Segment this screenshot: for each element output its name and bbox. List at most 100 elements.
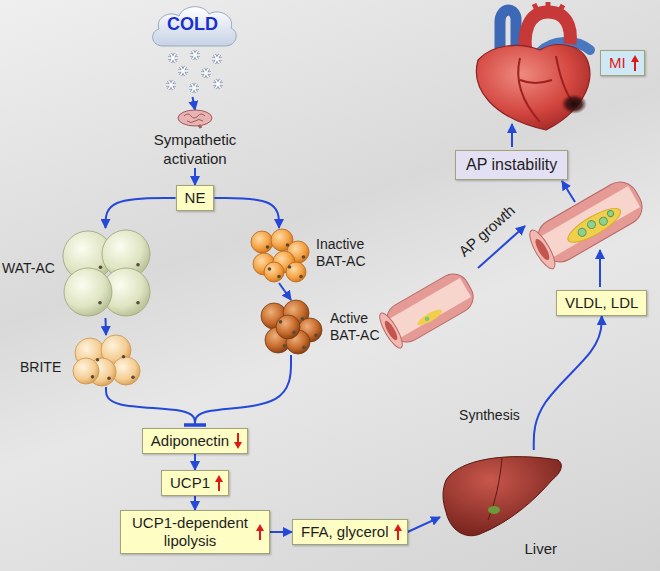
process-box: UCP1 bbox=[161, 470, 229, 496]
snowflake-arm bbox=[169, 81, 174, 90]
process-text: VLDL, LDL bbox=[565, 294, 638, 312]
text-holder: WAT-AC bbox=[2, 260, 56, 277]
cell-illustration bbox=[58, 228, 153, 318]
flow-arrow bbox=[214, 198, 279, 228]
heart-illustration-part bbox=[518, 56, 574, 122]
artery-large-plaque-part bbox=[586, 219, 597, 230]
nucleus bbox=[302, 346, 306, 350]
nucleus bbox=[279, 320, 283, 324]
nucleus bbox=[99, 265, 103, 269]
outcome-box: MI bbox=[600, 50, 645, 76]
heart-illustration bbox=[476, 2, 590, 130]
artery-large-plaque-part bbox=[525, 227, 559, 272]
artery-large-plaque-part bbox=[606, 210, 614, 218]
brain-icon bbox=[140, 110, 250, 128]
liver-lobe-line bbox=[488, 458, 502, 520]
nucleus bbox=[98, 301, 102, 305]
organ-label: Liver bbox=[524, 540, 557, 558]
increase-arrow-part bbox=[215, 475, 223, 491]
cell-label: Active BAT-AC bbox=[330, 310, 394, 344]
snowflake bbox=[178, 67, 188, 76]
nucleus bbox=[91, 375, 95, 379]
flow-arrows-part bbox=[599, 250, 601, 287]
snowflake bbox=[212, 55, 222, 64]
nucleus bbox=[131, 376, 135, 380]
process-text: UCP1 bbox=[170, 474, 210, 492]
flow-arrows bbox=[478, 124, 600, 287]
increase-arrow bbox=[256, 524, 264, 540]
snowflake-arm bbox=[193, 51, 198, 60]
snowflake-arm bbox=[169, 81, 174, 90]
cell-illustration bbox=[248, 228, 310, 283]
cell-label: BRITE bbox=[20, 359, 70, 376]
flow-arrows-part bbox=[562, 181, 575, 202]
liver-shape bbox=[443, 457, 561, 536]
inhibition-connector bbox=[106, 387, 195, 425]
snowflake bbox=[201, 69, 211, 78]
nucleus bbox=[268, 267, 272, 271]
step-text: AP growth bbox=[455, 201, 519, 260]
process-text: Adiponectin bbox=[151, 432, 229, 450]
cell-illustration bbox=[72, 335, 140, 387]
text-holder: Liver bbox=[524, 540, 557, 558]
process-box: UCP1-dependent lipolysis bbox=[120, 510, 270, 554]
arrow-head bbox=[631, 55, 639, 62]
increase-arrow-part bbox=[631, 55, 639, 71]
artery-small-plaque-part bbox=[416, 307, 444, 328]
nucleus bbox=[266, 245, 270, 249]
snowflake bbox=[189, 84, 199, 93]
flow-arrow bbox=[534, 316, 602, 450]
flow-arrow bbox=[279, 283, 291, 300]
cell-illustration bbox=[258, 300, 324, 355]
snowflake-arm bbox=[171, 54, 176, 63]
process-box: VLDL, LDL bbox=[556, 290, 647, 316]
nucleus bbox=[107, 377, 111, 381]
snowflake-arm bbox=[204, 69, 209, 78]
inhibition-connector bbox=[195, 355, 291, 425]
decrease-arrow bbox=[234, 433, 242, 449]
snowflake-arm bbox=[216, 80, 221, 89]
nucleus bbox=[299, 275, 303, 279]
artery-small-plaque bbox=[376, 268, 479, 351]
snowflake-arm bbox=[204, 69, 209, 78]
process-text: Sympathetic activation bbox=[140, 130, 250, 168]
flow-arrow bbox=[193, 97, 196, 110]
snowflake-arm bbox=[181, 67, 186, 76]
snowflake-arm bbox=[193, 51, 198, 60]
brain-shape bbox=[178, 110, 212, 126]
organ-node: Liver bbox=[440, 450, 565, 562]
snowflake bbox=[166, 81, 176, 90]
flow-arrow bbox=[194, 168, 196, 185]
increase-arrow-part bbox=[394, 524, 402, 540]
artery-small-plaque-part bbox=[382, 319, 399, 342]
arrow-head bbox=[234, 442, 242, 449]
liver-illustration bbox=[440, 450, 565, 538]
arrow-head bbox=[215, 475, 223, 482]
nucleus bbox=[277, 275, 281, 279]
nucleus bbox=[302, 255, 306, 259]
nucleus bbox=[136, 301, 140, 305]
snowflake-arm bbox=[192, 84, 197, 93]
snowflake-arm bbox=[192, 84, 197, 93]
text-holder: Inactive BAT-AC bbox=[316, 236, 380, 270]
nerve-node: Sympathetic activation bbox=[140, 110, 250, 168]
artery-large-plaque-part bbox=[577, 227, 588, 238]
artery-small-plaque-part bbox=[424, 316, 430, 322]
nucleus bbox=[292, 331, 296, 335]
gallbladder bbox=[488, 506, 500, 514]
text-holder: Active BAT-AC bbox=[330, 310, 394, 344]
nucleus bbox=[301, 317, 305, 321]
flow-arrow bbox=[270, 531, 292, 533]
adipocyte bbox=[286, 262, 306, 282]
decrease-arrow-part bbox=[234, 433, 242, 449]
nucleus bbox=[136, 263, 140, 267]
adipocyte bbox=[64, 268, 112, 316]
artery-large-plaque-part bbox=[533, 237, 552, 262]
adipocyte bbox=[276, 315, 300, 339]
process-text: FFA, glycerol bbox=[301, 523, 389, 541]
nucleus bbox=[286, 243, 290, 247]
cell-cluster: Active BAT-AC bbox=[258, 300, 324, 355]
adipocyte bbox=[73, 358, 99, 384]
nucleus bbox=[96, 358, 100, 362]
